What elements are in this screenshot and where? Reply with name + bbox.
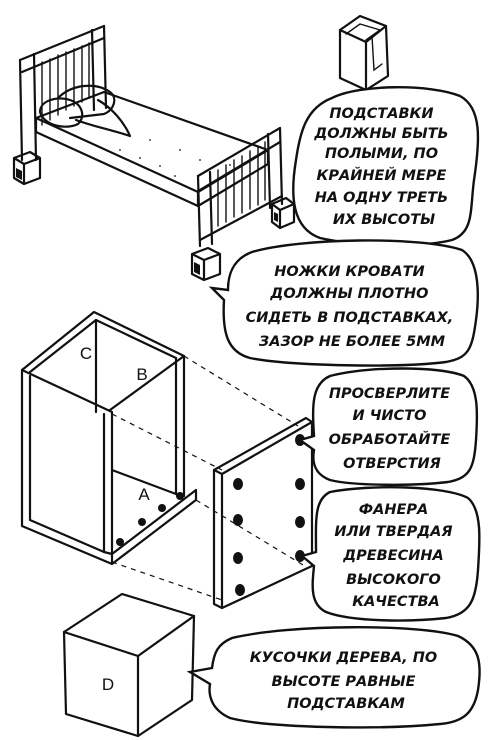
svg-text:просверлите и чисто: просверлите и чисто обработайте отверсти… xyxy=(329,386,456,472)
bed-riser-left-back xyxy=(12,150,42,186)
callout-bed-legs: ножки кровати должны плотно сидеть в под… xyxy=(208,239,479,367)
label-c: C xyxy=(80,344,92,363)
projection-lines xyxy=(111,355,309,601)
callout-drill-holes: просверлите и чисто обработайте отверсти… xyxy=(297,367,479,486)
label-a: A xyxy=(138,485,150,504)
label-b: B xyxy=(136,365,147,384)
svg-text:фанера или твердая: фанера или твердая древесина высокого ка… xyxy=(334,502,457,610)
svg-text:кусочки дерева, по высот: кусочки дерева, по высоте равные подстав… xyxy=(250,650,442,712)
plywood-panel-illustration xyxy=(212,416,314,610)
label-d: D xyxy=(102,675,114,694)
callout-plywood: фанера или твердая древесина высокого ка… xyxy=(299,486,481,622)
hollow-box-illustration xyxy=(20,310,198,566)
svg-text:ножки кровати должны пло: ножки кровати должны плотно сидеть в под… xyxy=(246,264,459,350)
bed-riser-front xyxy=(190,246,222,282)
wood-block-illustration xyxy=(62,592,196,738)
hollow-riser-sketch xyxy=(338,14,390,92)
callout-wood-blocks: кусочки дерева, по высоте равные подстав… xyxy=(186,626,481,729)
callout-supports-hollow: подставки должны быть полыми, по крайней… xyxy=(292,86,480,247)
svg-text:подставки должны быть: подставки должны быть полыми, по крайней… xyxy=(313,106,453,228)
bed-illustration xyxy=(12,24,296,282)
